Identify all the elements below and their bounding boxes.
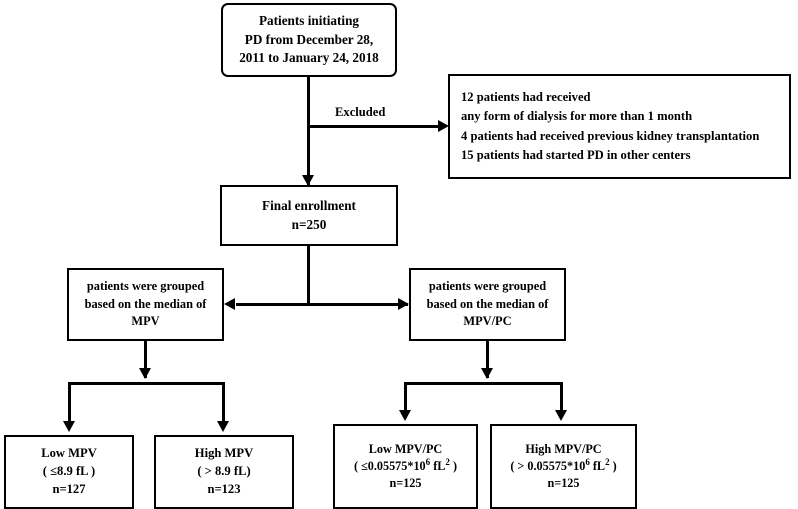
connector-split-bar-grouping	[236, 303, 408, 306]
connector-final-to-split	[307, 246, 310, 304]
connector-top-to-final	[307, 77, 310, 190]
exclusion-line-3: 4 patients had received previous kidney …	[461, 128, 760, 143]
node-line-1: High MPV	[194, 446, 254, 461]
node-text: patients were grouped based on the media…	[411, 278, 564, 331]
range-prefix: ( ≤0.05575*10	[353, 458, 426, 473]
arrowhead-mpvpc-split	[481, 368, 493, 379]
node-low-mpv-group: Low MPV ( ≤8.9 fL ) n=127	[4, 435, 134, 509]
node-line-1: Low MPV	[41, 446, 97, 461]
connector-mpvpc-split-bar	[404, 382, 563, 385]
connector-mpvpc-down	[486, 341, 489, 378]
node-line-2: n=250	[291, 216, 327, 232]
node-low-mpv-pc-group: Low MPV/PC ( ≤0.05575*106 fL2 ) n=125	[333, 424, 478, 509]
node-line-2: ( > 0.05575*106 fL2 )	[492, 456, 635, 475]
connector-to-high-mpv-pc	[560, 382, 563, 414]
unit-fl: fL	[430, 458, 446, 473]
node-final-enrollment: Final enrollment n=250	[220, 185, 398, 246]
connector-mpv-split-bar	[68, 382, 225, 385]
edge-label-excluded: Excluded	[333, 105, 388, 120]
node-line-1: Final enrollment	[262, 197, 356, 213]
exclusion-line-4: 15 patients had started PD in other cent…	[461, 147, 691, 162]
exponent-six: 6	[585, 456, 590, 467]
node-text: patients were grouped based on the media…	[69, 278, 222, 331]
connector-to-excluded	[307, 125, 441, 128]
arrowhead-into-low-mpv	[63, 421, 75, 432]
node-text: Patients initiating PD from December 28,…	[223, 12, 395, 68]
node-line-1: Low MPV/PC	[368, 441, 443, 456]
node-high-mpv-group: High MPV ( > 8.9 fL) n=123	[154, 435, 294, 509]
arrowhead-mpv-split	[139, 368, 151, 379]
range-prefix: ( > 0.05575*10	[510, 458, 586, 473]
node-text: 12 patients had received any form of dia…	[450, 88, 789, 165]
arrowhead-into-low-mpv-pc	[399, 410, 411, 421]
node-text: Final enrollment n=250	[222, 197, 396, 234]
node-line-3: n=125	[389, 476, 422, 491]
exponent-two: 2	[605, 456, 610, 467]
exponent-six: 6	[425, 456, 431, 467]
node-line-2: based on the median of	[84, 296, 207, 311]
node-line-1: patients were grouped	[428, 279, 547, 294]
exponent-two: 2	[445, 456, 450, 467]
node-text: Low MPV ( ≤8.9 fL ) n=127	[6, 445, 132, 499]
node-line-3: n=123	[207, 481, 241, 496]
connector-mpv-down	[144, 341, 147, 378]
node-line-3: MPV/PC	[463, 314, 512, 329]
node-line-2: PD from December 28,	[244, 31, 374, 47]
arrowhead-into-grouped-by-mpv-pc	[398, 298, 409, 310]
range-suffix: )	[449, 458, 458, 473]
connector-to-low-mpv-pc	[404, 382, 407, 414]
arrowhead-into-high-mpv	[217, 421, 229, 432]
node-line-3: n=127	[52, 481, 86, 496]
arrowhead-into-final-enrollment	[302, 175, 314, 186]
node-line-3: n=125	[547, 476, 580, 491]
node-line-1: Patients initiating	[258, 12, 359, 28]
arrowhead-into-excluded	[438, 120, 449, 132]
node-exclusion-criteria: 12 patients had received any form of dia…	[448, 74, 791, 179]
connector-to-low-mpv	[68, 382, 71, 425]
node-grouped-by-mpv: patients were grouped based on the media…	[67, 268, 224, 341]
arrowhead-into-grouped-by-mpv	[224, 298, 235, 310]
node-high-mpv-pc-group: High MPV/PC ( > 0.05575*106 fL2 ) n=125	[490, 424, 637, 509]
unit-fl: fL	[589, 458, 606, 473]
node-line-1: High MPV/PC	[525, 441, 602, 456]
arrowhead-into-high-mpv-pc	[555, 410, 567, 421]
node-line-3: MPV	[131, 314, 160, 329]
exclusion-line-1: 12 patients had received	[461, 90, 591, 105]
node-line-2: ( ≤8.9 fL )	[42, 464, 96, 479]
node-line-2: ( ≤0.05575*106 fL2 )	[335, 456, 476, 475]
node-text: Low MPV/PC ( ≤0.05575*106 fL2 ) n=125	[335, 441, 476, 493]
connector-to-high-mpv	[222, 382, 225, 425]
node-line-2: ( > 8.9 fL)	[197, 464, 251, 479]
range-suffix: )	[609, 458, 617, 473]
node-patients-initiating-pd: Patients initiating PD from December 28,…	[221, 3, 397, 77]
node-line-2: based on the median of	[426, 296, 549, 311]
exclusion-line-2: any form of dialysis for more than 1 mon…	[461, 109, 693, 124]
node-line-1: patients were grouped	[86, 279, 205, 294]
node-grouped-by-mpv-pc: patients were grouped based on the media…	[409, 268, 566, 341]
node-text: High MPV ( > 8.9 fL) n=123	[156, 445, 292, 499]
node-text: High MPV/PC ( > 0.05575*106 fL2 ) n=125	[492, 441, 635, 493]
node-line-3: 2011 to January 24, 2018	[239, 50, 379, 66]
